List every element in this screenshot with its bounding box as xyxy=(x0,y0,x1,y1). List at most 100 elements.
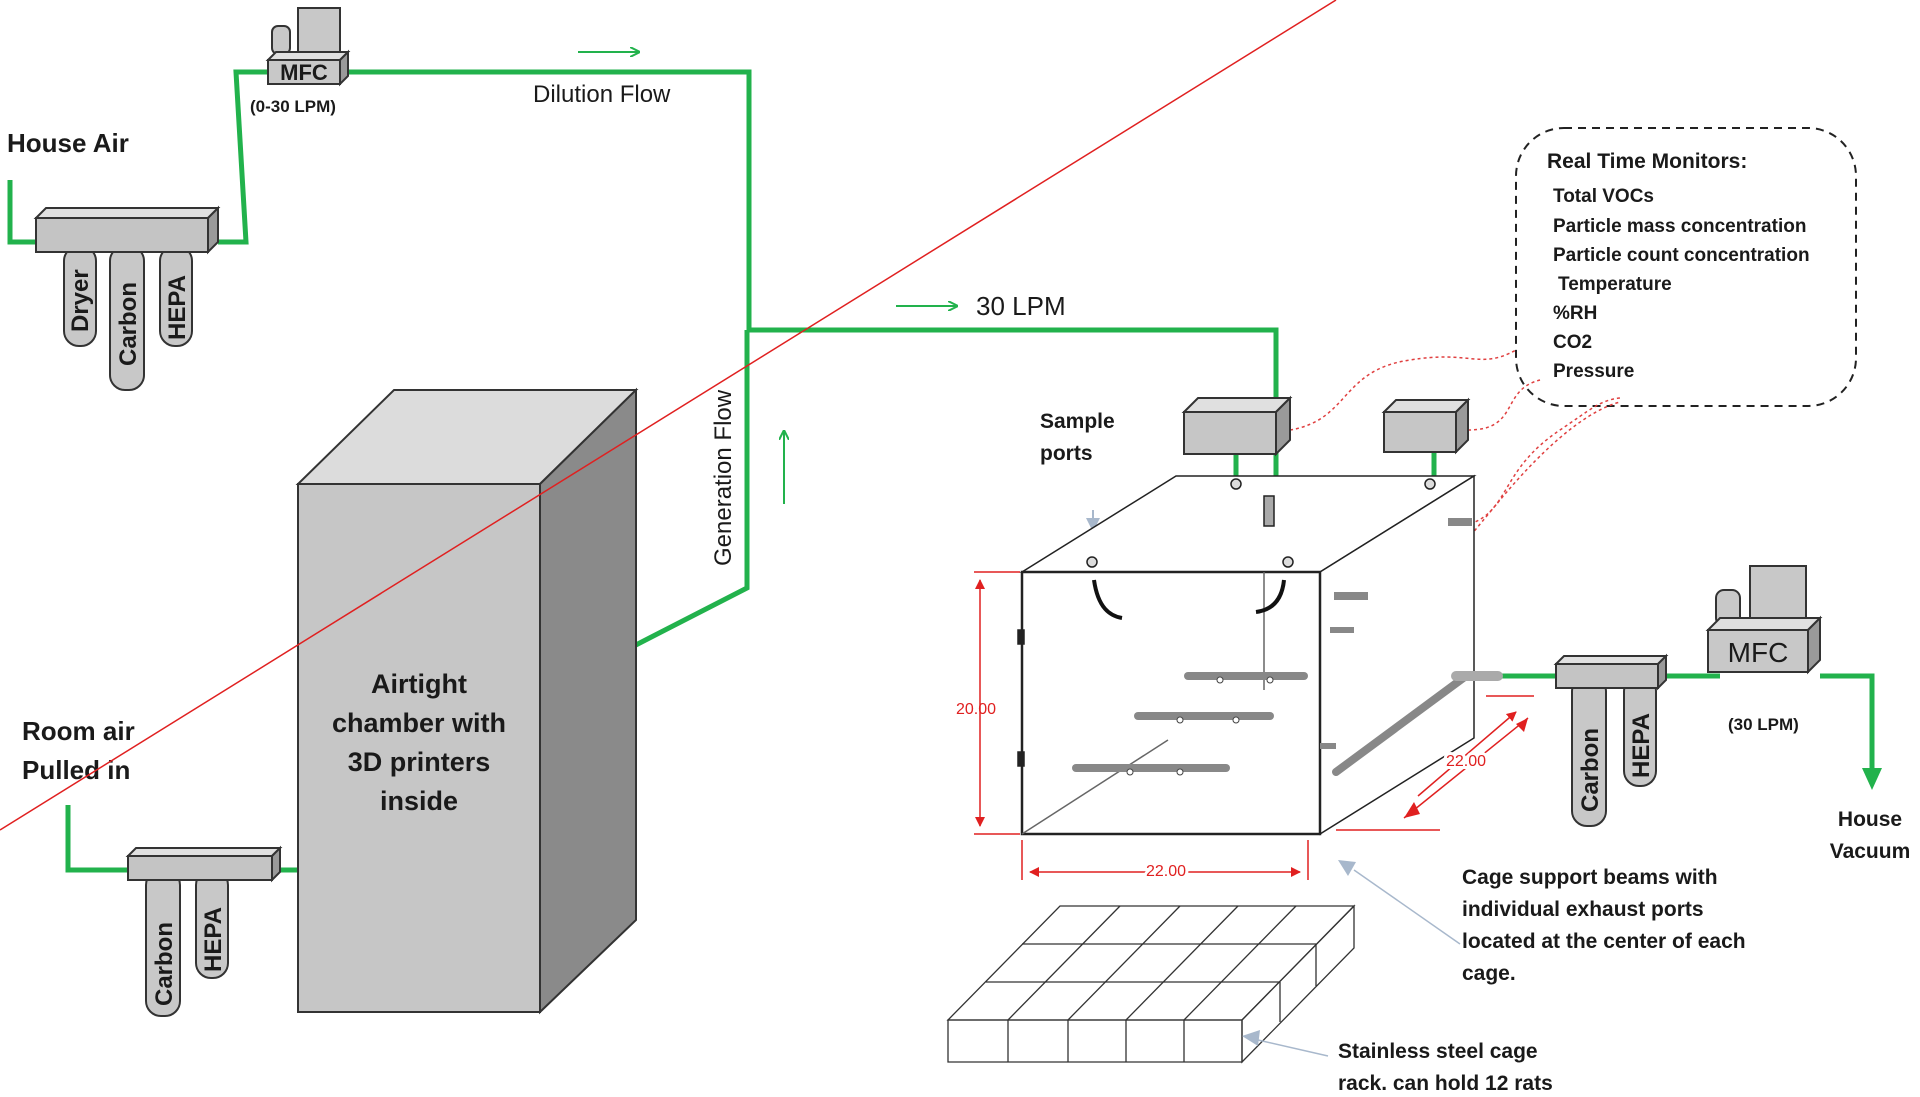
monitor-item-co2: CO2 xyxy=(1553,332,1592,353)
cage-rack-top-divider-2 xyxy=(1067,905,1181,1021)
beams-pointer-head xyxy=(1338,860,1356,876)
beam-dot xyxy=(1126,768,1134,776)
dilution-flow-line-2 xyxy=(348,69,752,330)
exhaust-filters: Carbon HEPA xyxy=(1553,653,1669,827)
cage-rack-top-divider-3 xyxy=(1125,905,1239,1021)
room-air-manifold-front xyxy=(127,855,273,881)
exhaust-manifold-top xyxy=(1553,655,1669,665)
beams-pointer xyxy=(1353,869,1461,945)
width-dimension-label: 22.00 xyxy=(1146,863,1186,880)
house-air-manifold-top xyxy=(33,207,221,219)
monitors-callout: Real Time Monitors: Total VOCs Particle … xyxy=(1515,127,1857,407)
door-hinge-top xyxy=(1017,629,1025,645)
beam-dot xyxy=(1216,676,1224,684)
room-air-manifold-top xyxy=(125,847,283,857)
sample-ports-pointer-head xyxy=(1086,518,1100,532)
top-port-3 xyxy=(1086,556,1098,568)
mfc-top-body-top xyxy=(265,51,351,61)
monitor-box-right xyxy=(1381,397,1471,455)
cage-rack-side xyxy=(1241,904,1355,1064)
chamber-text-line4: inside xyxy=(380,786,458,816)
chamber-front-face xyxy=(297,483,541,1013)
dilution-flow-label: Dilution Flow xyxy=(533,81,671,108)
door-hinge-bottom xyxy=(1017,751,1025,767)
monitor-box-left-top xyxy=(1181,397,1293,413)
chamber-text-line1: Airtight xyxy=(371,669,467,699)
rack-pointer xyxy=(1257,1039,1329,1057)
beams-note-line4: cage. xyxy=(1462,962,1516,985)
monitor-item-mass: Particle mass concentration xyxy=(1553,216,1806,237)
house-air-manifold-front xyxy=(35,217,209,253)
top-port-1 xyxy=(1230,478,1242,490)
beam-port-dots xyxy=(1126,676,1274,776)
depth-dimension-label: 22.00 xyxy=(1446,753,1486,770)
sample-ports-label-line1: Sample xyxy=(1040,410,1115,433)
exposure-box xyxy=(1017,474,1503,836)
depth-dim-diagonal xyxy=(1403,717,1529,819)
chamber-text-line2: chamber with xyxy=(332,708,506,738)
cage-rack-top-divider-1 xyxy=(1007,905,1121,1021)
vacuum-arrowhead xyxy=(1862,768,1882,790)
support-beam-rear xyxy=(1332,672,1470,776)
top-port-2 xyxy=(1424,478,1436,490)
exhaust-line-3 xyxy=(1820,673,1875,770)
sensor-wire-3 xyxy=(1469,397,1621,525)
depth-dim-line-2 xyxy=(0,0,1337,831)
rack-note-line1: Stainless steel cage xyxy=(1338,1040,1538,1063)
monitor-item-pressure: Pressure xyxy=(1553,361,1634,382)
flow-lines xyxy=(7,69,1875,873)
cage-rack-top xyxy=(946,905,1356,1021)
mfc-exhaust-range: (30 LPM) xyxy=(1728,715,1799,734)
exhaust-manifold-front xyxy=(1555,663,1659,689)
monitor-box-right-top xyxy=(1381,399,1471,413)
beam-dot xyxy=(1176,768,1184,776)
cage-rack-top-divider-4 xyxy=(1183,905,1297,1021)
mfc-top-range: (0-30 LPM) xyxy=(250,97,336,116)
mfc-top-display xyxy=(297,7,341,55)
front-hook-left xyxy=(1092,579,1123,620)
cage-rack xyxy=(946,904,1356,1064)
exposure-box-dimensions xyxy=(0,0,1534,880)
dryer-label: Dryer xyxy=(67,269,94,332)
house-vacuum-line2: Vacuum xyxy=(1830,840,1911,863)
front-hook-right xyxy=(1255,579,1286,614)
height-dimension-label: 20.00 xyxy=(956,701,996,718)
mfc-exhaust-body-top xyxy=(1705,617,1823,631)
rack-note-line2: rack. can hold 12 rats xyxy=(1338,1072,1553,1095)
chamber-text-line3: 3D printers xyxy=(348,747,491,777)
generation-flow-line xyxy=(624,330,750,653)
monitors-box xyxy=(1515,127,1857,407)
mfc-exhaust-label: MFC xyxy=(1728,637,1789,668)
hepa-label-exhaust: HEPA xyxy=(1628,713,1655,778)
exposure-box-floor-edge xyxy=(1021,739,1169,835)
beam-dot xyxy=(1232,716,1240,724)
mfc-top-label: MFC xyxy=(280,60,328,85)
monitor-item-count: Particle count concentration xyxy=(1553,245,1810,266)
beam-dot xyxy=(1176,716,1184,724)
beam-dot xyxy=(1266,676,1274,684)
house-air-label: House Air xyxy=(7,128,129,158)
cage-rack-front xyxy=(947,1019,1243,1063)
monitor-item-temperature: Temperature xyxy=(1558,274,1672,295)
carbon-label-room: Carbon xyxy=(151,922,178,1006)
sensor-wire-1 xyxy=(1289,349,1517,431)
top-port-inlet xyxy=(1263,495,1275,527)
depth-dim-arrow-top xyxy=(1516,718,1528,732)
hepa-label-room: HEPA xyxy=(200,907,227,972)
room-air-filters: Room air Pulled in Carbon HEPA xyxy=(22,716,283,1017)
monitor-box-right-front xyxy=(1383,411,1457,453)
house-air-inlet-line xyxy=(7,180,36,245)
house-air-filters: House Air Dryer Carbon HEPA xyxy=(7,128,221,391)
beams-note-line1: Cage support beams with xyxy=(1462,866,1718,889)
carbon-label-house: Carbon xyxy=(115,282,142,366)
mfc-exhaust-body xyxy=(1707,629,1809,673)
mfc-exhaust: MFC (30 LPM) xyxy=(1705,565,1823,734)
carbon-label-exhaust: Carbon xyxy=(1577,728,1604,812)
mfc-top-body xyxy=(267,59,341,85)
airtight-chamber: Airtight chamber with 3D printers inside xyxy=(295,387,639,1015)
sample-ports-label-line2: ports xyxy=(1040,442,1093,465)
depth-dim-line xyxy=(1417,711,1517,797)
room-air-label-line1: Room air xyxy=(22,716,135,746)
